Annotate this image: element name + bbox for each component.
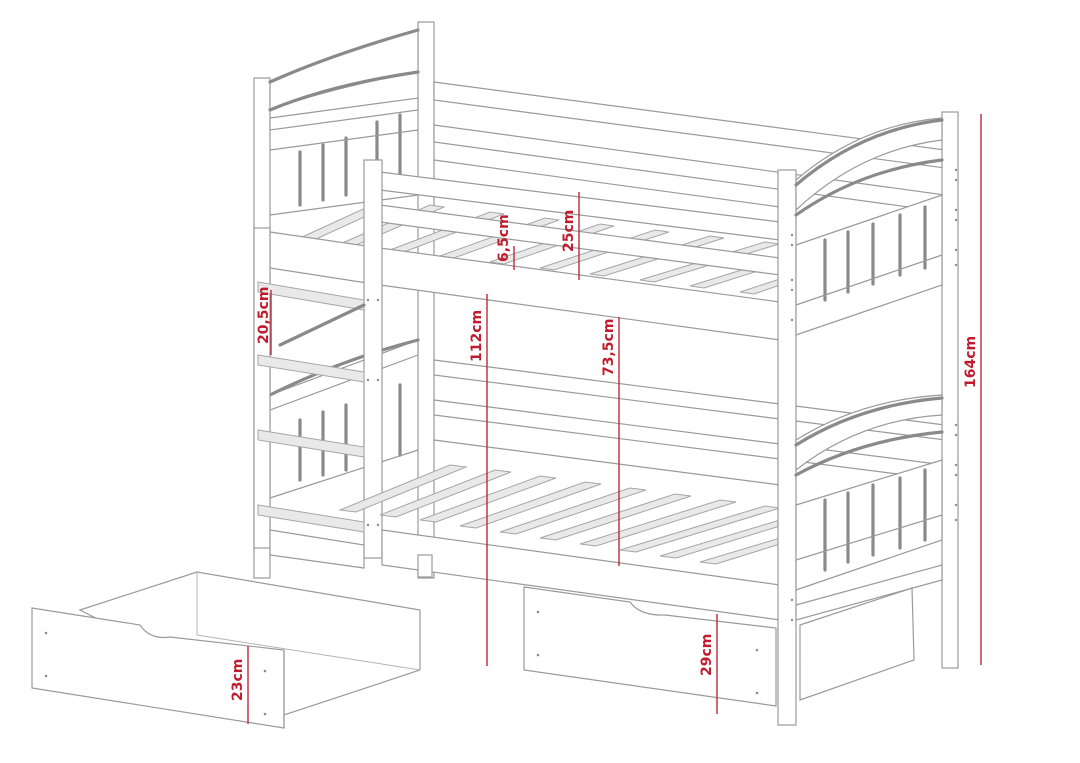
label-total-height: 164cm [963, 336, 979, 388]
back-rails [433, 81, 946, 486]
label-guardrail-height: 25cm [561, 210, 577, 252]
upper-bunk [269, 159, 781, 559]
label-drawer-left-height: 23cm [230, 659, 246, 701]
right-footboard [777, 111, 959, 726]
label-drawer-right-height: 29cm [699, 634, 715, 676]
drawer-right [523, 586, 915, 707]
label-between-bunks: 73,5cm [601, 319, 617, 376]
label-floor-to-top-bunk: 112cm [469, 310, 485, 362]
label-ladder-step-spacing: 20,5cm [256, 287, 272, 344]
drawer-left [31, 571, 421, 729]
dimension-labels: 6,5cm 25cm 20,5cm 112cm 73,5cm 164cm 23c… [230, 210, 979, 701]
ladder [253, 227, 366, 549]
label-slat-gap: 6,5cm [496, 214, 512, 262]
dimension-lines [247, 114, 982, 724]
lower-bunk [269, 464, 781, 621]
lower-slats [338, 464, 781, 565]
